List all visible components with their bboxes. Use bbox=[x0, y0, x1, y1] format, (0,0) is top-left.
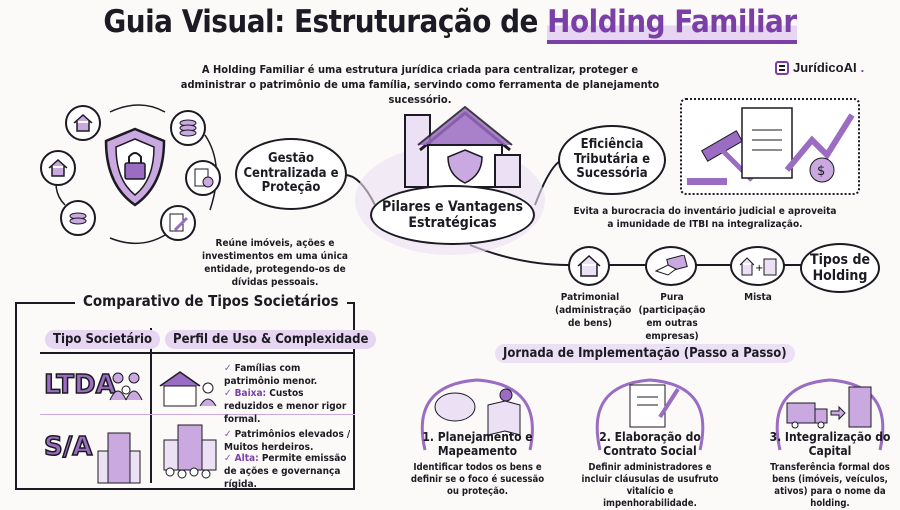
building-icon bbox=[97, 432, 141, 484]
center-node: Pilares e Vantagens Estratégicas bbox=[370, 185, 535, 245]
jornada-title: Jornada de Implementação (Passo a Passo) bbox=[495, 344, 795, 363]
eficiencia-node: Eficiência Tributária e Sucessória bbox=[558, 125, 666, 195]
bullet-bold: Baixa: bbox=[234, 388, 267, 399]
header-perfil: Perfil de Uso & Complexidade bbox=[165, 330, 377, 349]
legal-growth-illustration: $ bbox=[680, 98, 860, 195]
logo-dot: . bbox=[860, 60, 865, 75]
header-divider bbox=[40, 352, 355, 354]
gestao-node: Gestão Centralizada e Proteção bbox=[235, 138, 347, 210]
eficiencia-description: Evita a burocracia do inventário judicia… bbox=[573, 206, 837, 230]
logo-name: JurídicoAI bbox=[793, 60, 857, 75]
bullet-text: Custos reduzidos e menor rigor formal. bbox=[224, 388, 347, 425]
step-2-title: 2. Elaboração do Contrato Social bbox=[599, 430, 701, 458]
title-prefix: Guia Visual: Estruturação de bbox=[103, 4, 548, 40]
coins-icon bbox=[60, 200, 96, 236]
step-3-text: Transferência formal dos bens (imóveis, … bbox=[770, 462, 890, 509]
house-icon bbox=[65, 105, 101, 141]
family-icon bbox=[109, 372, 143, 401]
check-icon: ✓ bbox=[224, 363, 235, 374]
ltda-bullet-1: ✓ Famílias com patrimônio menor. bbox=[224, 362, 352, 388]
house-icon bbox=[568, 246, 610, 286]
sa-bullet-2: ✓ Alta: Permite emissão de ações e gover… bbox=[224, 452, 352, 491]
step-1-text: Identificar todos os bens e definir se o… bbox=[410, 462, 545, 497]
sa-bullet-1: ✓ Patrimônios elevados / Muitos herdeiro… bbox=[224, 428, 352, 454]
tipo-pura-label: Pura (participação em outras empresas) bbox=[638, 292, 706, 342]
check-icon: ✓ bbox=[224, 429, 235, 440]
comparativo-title: Comparativo de Tipos Societários bbox=[75, 292, 347, 310]
tipo-patrimonial-label: Patrimonial (administração de bens) bbox=[555, 292, 632, 329]
shield-lock-icon bbox=[100, 125, 170, 210]
bullet-text: Patrimônios elevados / Muitos herdeiros. bbox=[224, 429, 351, 453]
house-icon bbox=[40, 150, 76, 186]
bullet-bold: Alta: bbox=[234, 453, 259, 464]
step-2-text: Definir administradores e incluir cláusu… bbox=[581, 462, 719, 509]
bullet-text: Permite emissão de ações e governança rí… bbox=[224, 453, 347, 490]
svg-text:+: + bbox=[755, 263, 763, 274]
brain-map-icon bbox=[420, 378, 534, 451]
column-divider bbox=[150, 328, 152, 483]
type-ltda: LTDA bbox=[43, 369, 116, 401]
row-divider bbox=[40, 414, 355, 415]
header-tipo: Tipo Societário bbox=[45, 330, 161, 349]
title-highlight: Holding Familiar bbox=[547, 4, 797, 44]
house-plus-building-icon: + bbox=[730, 246, 785, 286]
logo: JurídicoAI. bbox=[775, 60, 864, 75]
check-icon: ✓ bbox=[224, 388, 235, 399]
document-money-icon bbox=[185, 160, 221, 196]
logo-icon bbox=[775, 60, 789, 75]
document-pen-icon bbox=[160, 205, 196, 241]
family-house-icon bbox=[400, 105, 525, 190]
tipos-node: Tipos de Holding bbox=[800, 243, 880, 293]
tipo-mista-label: Mista bbox=[744, 292, 772, 303]
hand-money-icon bbox=[645, 246, 697, 286]
ltda-bullet-2: ✓ Baixa: Custos reduzidos e menor rigor … bbox=[224, 387, 352, 426]
bullet-text: Famílias com patrimônio menor. bbox=[224, 363, 318, 387]
gestao-description: Reúne imóveis, ações e investimentos em … bbox=[202, 238, 348, 288]
type-sa: S/A bbox=[43, 431, 93, 463]
coins-icon bbox=[170, 110, 206, 146]
intro-text: A Holding Familiar é uma estrutura juríd… bbox=[180, 63, 660, 106]
truck-building-icon bbox=[775, 378, 885, 451]
building-crowd-icon bbox=[163, 424, 217, 479]
step-3-title: 3. Integralização do Capital bbox=[769, 430, 891, 458]
page-title: Guia Visual: Estruturação de Holding Fam… bbox=[0, 4, 900, 44]
check-icon: ✓ bbox=[224, 453, 235, 464]
step-1-title: 1. Planejamento e Mapeamento bbox=[422, 430, 533, 458]
contract-pen-icon bbox=[595, 378, 705, 451]
house-family-icon bbox=[159, 371, 217, 407]
svg-text:$: $ bbox=[817, 164, 825, 179]
